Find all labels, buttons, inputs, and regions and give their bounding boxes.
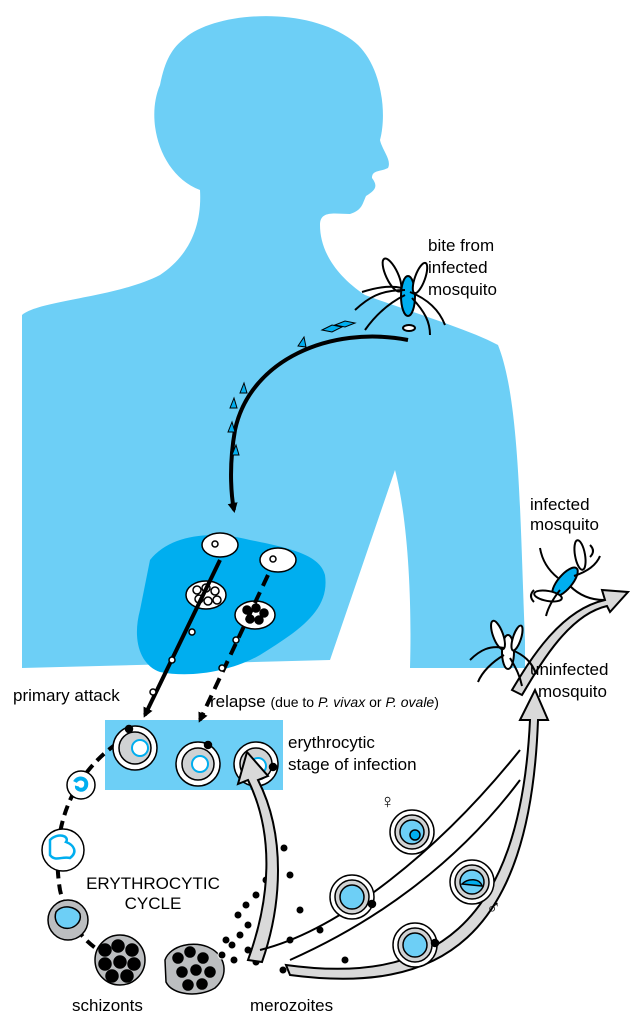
primary-attack-label: primary attack [13,686,120,706]
rupturing-schizont [165,944,224,994]
gametocyte-paths [260,750,520,960]
erythrocytic-stage-label-line-1: erythrocytic [288,733,375,753]
bite-label-line-3: mosquito [428,280,497,300]
schizont-cell [95,935,145,985]
cycle-title-line-1: ERYTHROCYTIC [78,874,228,894]
bite-label-line-1: bite from [428,236,494,256]
infected-mosquito-label-line-1: infected [530,495,590,515]
merozoites-label: merozoites [250,996,333,1016]
cycle-title-line-2: CYCLE [78,894,228,914]
uninfected-mosquito-label-line-2: mosquito [538,682,607,702]
schizonts-label: schizonts [72,996,143,1016]
free-merozoites [218,844,349,974]
uninfected-mosquito-label-line-1: uninfected [530,660,608,680]
relapse-label: relapse (due to P. vivax or P. ovale) [210,692,439,712]
infected-mosquito-label-line-2: mosquito [530,515,599,535]
relapse-note: (due to P. vivax or P. ovale) [271,694,439,710]
cycle-stage-cells [42,771,95,940]
female-symbol: ♀ [380,792,395,812]
relapse-word: relapse [210,692,266,711]
male-symbol: ♂ [486,898,501,918]
bite-label-line-2: infected [428,258,488,278]
erythrocytic-stage-label-line-2: stage of infection [288,755,417,775]
